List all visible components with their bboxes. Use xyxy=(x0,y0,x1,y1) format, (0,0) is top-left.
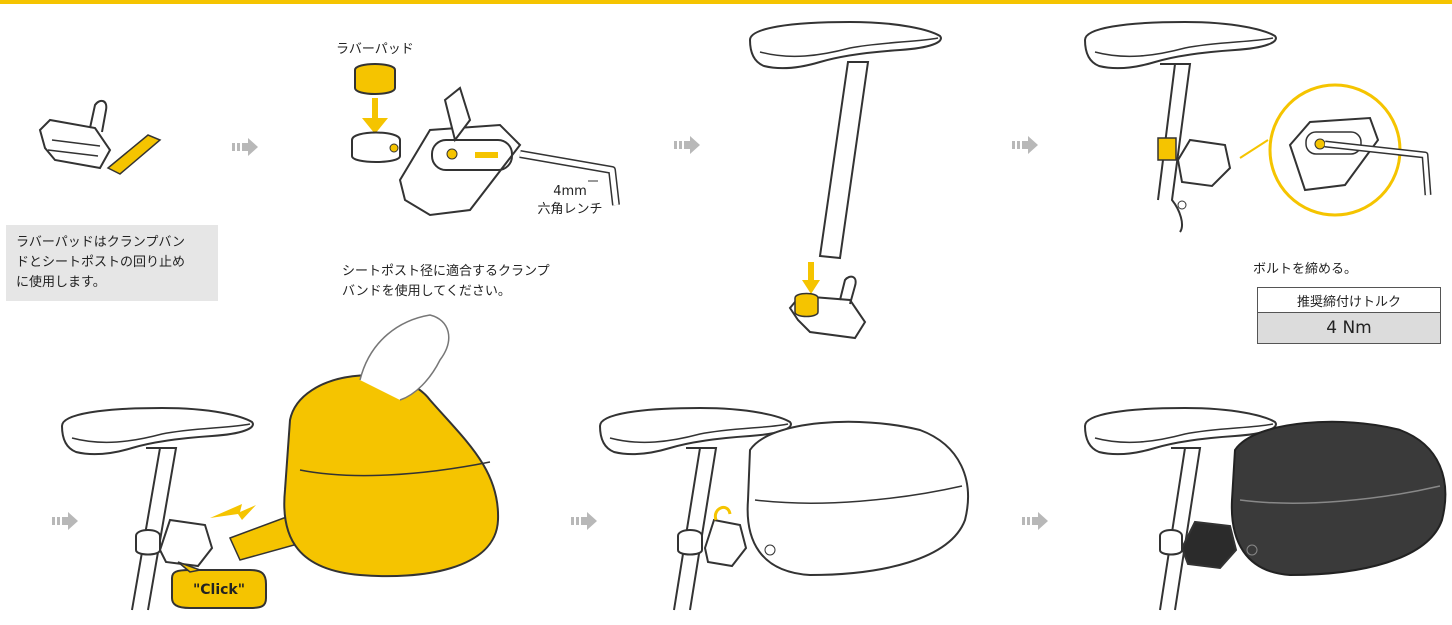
torque-spec-table: 推奨締付けトルク 4 Nm xyxy=(1257,287,1441,344)
next-arrow-icon xyxy=(1012,136,1038,154)
tighten-bolt-note: ボルトを締める。 xyxy=(1253,262,1358,277)
note-line: に使用します。 xyxy=(16,275,106,290)
step4-tighten-bolt xyxy=(1084,21,1432,233)
step5-attach-bag xyxy=(61,314,500,611)
clamp-size-note: シートポスト径に適合するクランプ バンドを使用してください。 xyxy=(342,262,550,302)
next-arrow-icon xyxy=(1022,512,1048,530)
wrench-size: 4mm xyxy=(553,184,587,199)
note-line: バンドを使用してください。 xyxy=(342,284,511,299)
next-arrow-icon xyxy=(232,138,258,156)
rubber-pad-label: ラバーパッド xyxy=(336,42,414,57)
note-line: シートポスト径に適合するクランプ xyxy=(342,264,550,279)
click-label: "Click" xyxy=(193,582,245,598)
next-arrow-icon xyxy=(571,512,597,530)
step6-bag-attached xyxy=(599,407,969,611)
step1-clamp-and-pad xyxy=(38,99,162,175)
step7-complete xyxy=(1084,407,1447,611)
note-line: ドとシートポストの回り止め xyxy=(16,255,186,270)
step2-exploded-view xyxy=(351,63,620,217)
torque-header: 推奨締付けトルク xyxy=(1257,287,1441,313)
next-arrow-icon xyxy=(674,136,700,154)
torque-value: 4 Nm xyxy=(1257,312,1441,344)
step3-seatpost-install xyxy=(749,21,942,340)
rubber-pad-note: ラバーパッドはクランプバン ドとシートポストの回り止め に使用します。 xyxy=(6,225,218,301)
top-accent-bar xyxy=(0,0,1452,4)
note-line: ラバーパッドはクランプバン xyxy=(16,235,186,250)
next-arrow-icon xyxy=(52,512,78,530)
wrench-label: 4mm 六角レンチ xyxy=(530,183,610,219)
wrench-name: 六角レンチ xyxy=(537,202,603,217)
